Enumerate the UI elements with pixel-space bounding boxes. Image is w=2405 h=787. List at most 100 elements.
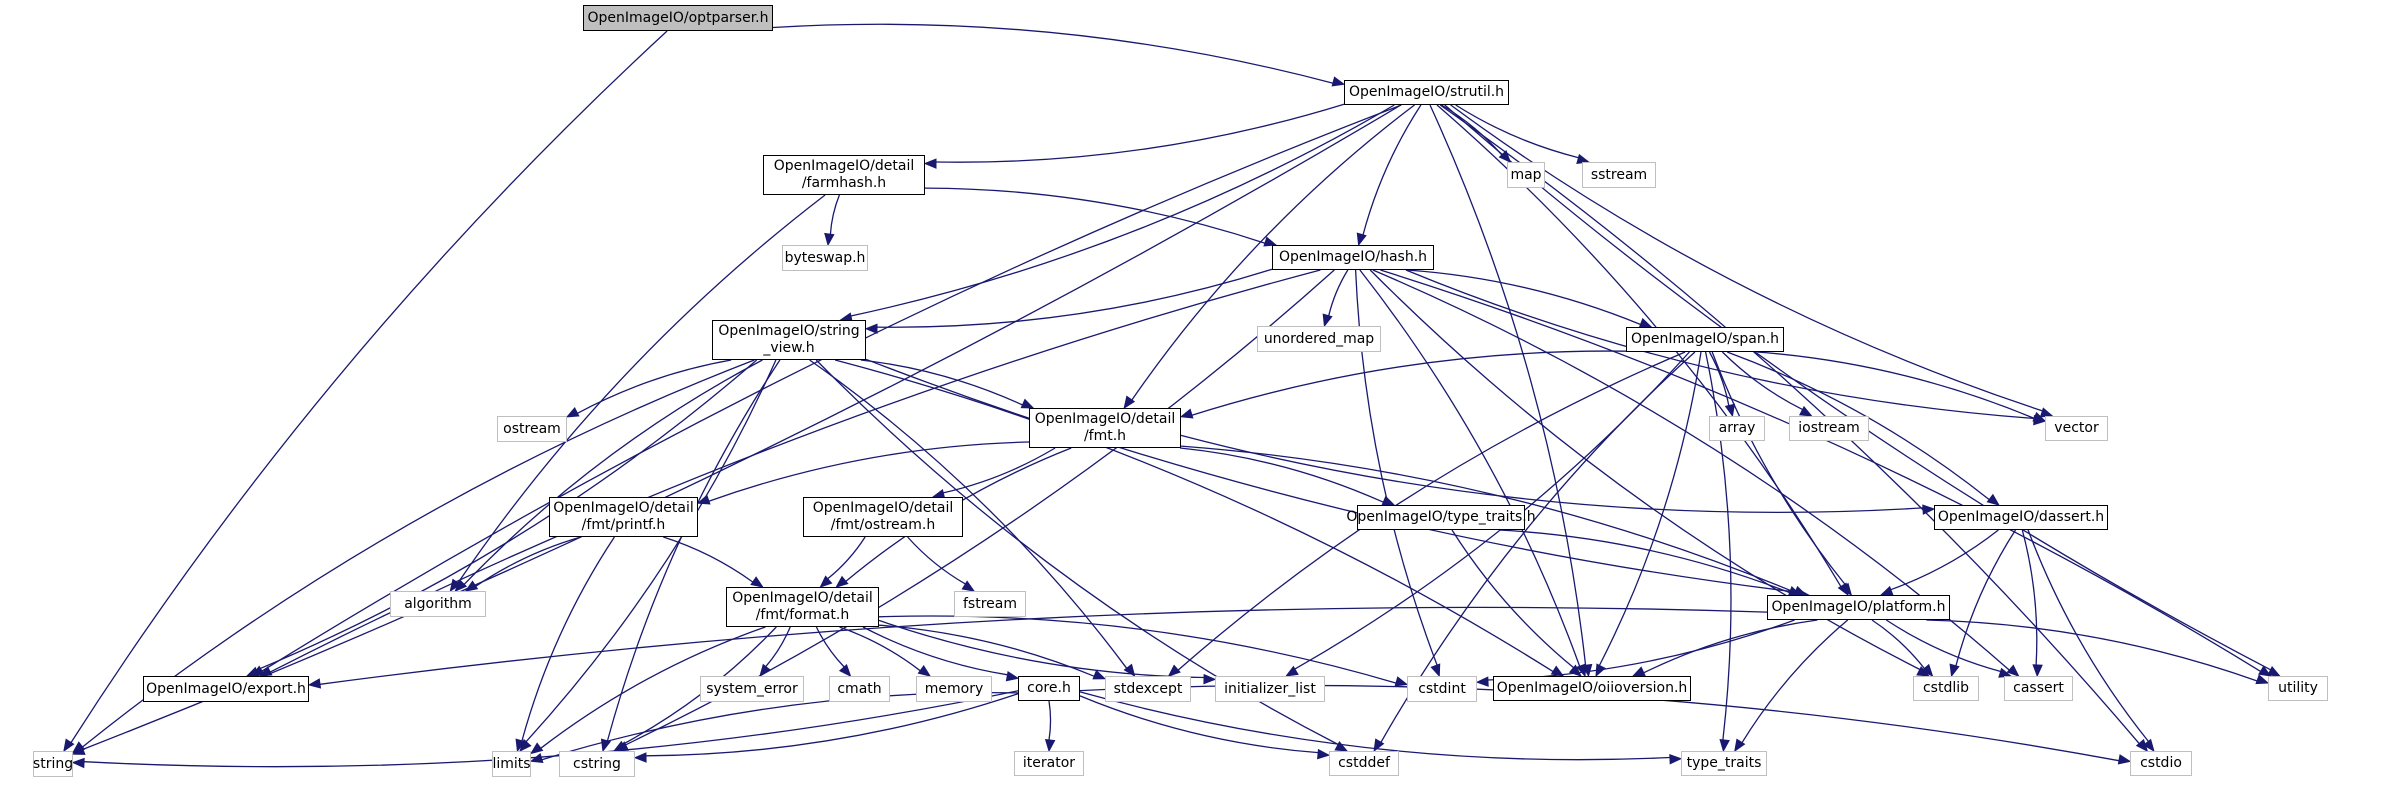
node-label: algorithm [404,595,472,612]
edge-fmt_ostream-to-format [827,536,866,580]
arrowhead-icon [1317,748,1331,760]
edge-string_view-to-ostream [577,359,732,414]
arrowhead-icon [515,738,526,753]
node-label: core.h [1027,680,1071,696]
edge-optparser-to-string [70,30,668,743]
edge-strutil-to-string [82,104,1402,751]
node-farmhash[interactable]: OpenImageIO/detail /farmhash.h [763,155,925,195]
edge-platform-to-export [319,606,1768,685]
arrowhead-icon [464,580,479,592]
arrowhead-icon [838,663,852,677]
arrowhead-icon [1799,405,1813,417]
arrowhead-icon [633,752,647,763]
node-span[interactable]: OpenImageIO/span.h [1626,327,1784,352]
arrowhead-icon [923,158,937,169]
node-label: OpenImageIO/string _view.h [718,323,860,356]
arrowhead-icon [1167,664,1181,677]
edge-format-to-cstdint [878,615,1397,684]
node-hash[interactable]: OpenImageIO/hash.h [1272,245,1434,270]
edge-platform-to-type_traits [1741,619,1849,744]
node-limits: limits [492,751,531,777]
edge-string_view-to-fmt [860,359,1023,406]
arrowhead-icon [245,666,260,677]
arrowhead-icon [1123,395,1136,410]
arrowhead-icon [1203,673,1217,685]
arrowhead-icon [1381,495,1396,506]
arrowhead-icon [961,580,976,592]
arrowhead-icon [2267,666,2281,677]
edge-fmt-to-platform [1180,445,1796,594]
node-optparser[interactable]: OpenImageIO/optparser.h [583,5,773,31]
node-fmt-ostream[interactable]: OpenImageIO/detail /fmt/ostream.h [803,497,963,537]
node-utility: utility [2268,676,2328,701]
node-label: OpenImageIO/detail /farmhash.h [773,158,915,191]
arrowhead-icon [71,741,86,754]
node-memory: memory [916,676,992,702]
node-platform[interactable]: OpenImageIO/platform.h [1767,595,1950,620]
node-cassert: cassert [2004,676,2073,701]
arrowhead-icon [864,323,878,335]
edge-strutil-to-sstream [1455,104,1579,159]
edge-dassert-to-platform [1890,529,1999,591]
edge-farmhash-to-hash [924,187,1266,244]
node-label: vector [2054,420,2099,436]
edge-span-to-oiioversion [1598,351,1702,666]
node-cstring: cstring [559,751,635,777]
edge-hash-to-utility [1380,269,2261,672]
edge-strutil-to-oiioversion [1429,104,1587,666]
node-format[interactable]: OpenImageIO/detail /fmt/format.h [726,587,879,627]
edge-span-to-stdexcept [1177,351,1686,671]
arrowhead-icon [1123,663,1136,678]
node-cstddef: cstddef [1329,751,1399,776]
edge-platform-to-utility [1926,619,2258,682]
arrowhead-icon [1179,408,1194,419]
arrowhead-icon [1331,76,1346,87]
node-label: OpenImageIO/platform.h [1771,599,1946,615]
node-label: OpenImageIO/detail /fmt/ostream.h [812,500,954,533]
node-label: OpenImageIO/detail /fmt.h [1034,411,1176,444]
node-label: fstream [963,595,1017,612]
edge-core-to-string [83,690,1019,768]
arrowhead-icon [529,742,544,755]
arrowhead-icon [1734,738,1746,753]
node-label: cstddef [1338,755,1390,771]
node-label: utility [2278,680,2318,696]
edge-printf-to-algorithm [475,536,582,587]
arrowhead-icon [258,666,273,677]
edge-type_traits_h-to-oiioversion [1451,529,1575,669]
arrowhead-icon [1475,676,1489,687]
edge-optparser-to-strutil [772,23,1334,84]
arrowhead-icon [529,752,544,763]
node-label: cmath [837,680,882,697]
edge-dassert-to-cassert [2021,529,2038,666]
arrowhead-icon [71,757,85,769]
edge-strutil-to-cstdio [1439,104,2140,745]
edge-strutil-to-hash [1362,104,1422,236]
node-sstream: sstream [1582,162,1656,188]
node-printf[interactable]: OpenImageIO/detail /fmt/printf.h [549,497,698,537]
node-strutil[interactable]: OpenImageIO/strutil.h [1344,80,1509,105]
edge-strutil-to-utility [1444,104,2271,671]
node-oiioversion[interactable]: OpenImageIO/oiioversion.h [1493,676,1691,701]
node-fmt[interactable]: OpenImageIO/detail /fmt.h [1029,408,1181,448]
node-dassert[interactable]: OpenImageIO/dassert.h [1934,505,2108,530]
node-label: stdexcept [1113,680,1183,697]
node-core[interactable]: core.h [1018,676,1080,701]
edge-fmt-to-dassert [1180,434,1924,514]
arrowhead-icon [824,232,835,247]
edge-span-to-platform [1711,351,1847,586]
node-label: OpenImageIO/optparser.h [587,9,769,26]
edge-format-to-memory [839,626,921,672]
arrowhead-icon [835,575,849,588]
arrowhead-icon [1044,739,1056,753]
node-label: OpenImageIO/detail /fmt/printf.h [553,500,694,533]
edge-core-to-cstddef [1079,695,1319,754]
node-type-traits: type_traits [1681,751,1767,776]
node-algorithm: algorithm [390,591,486,617]
node-string-view[interactable]: OpenImageIO/string _view.h [712,320,866,360]
node-type-traits-h[interactable]: OpenImageIO/type_traits.h [1346,505,1536,530]
edge-strutil-to-string_view [850,104,1395,317]
node-export[interactable]: OpenImageIO/export.h [143,676,309,702]
node-label: cassert [2013,680,2064,696]
